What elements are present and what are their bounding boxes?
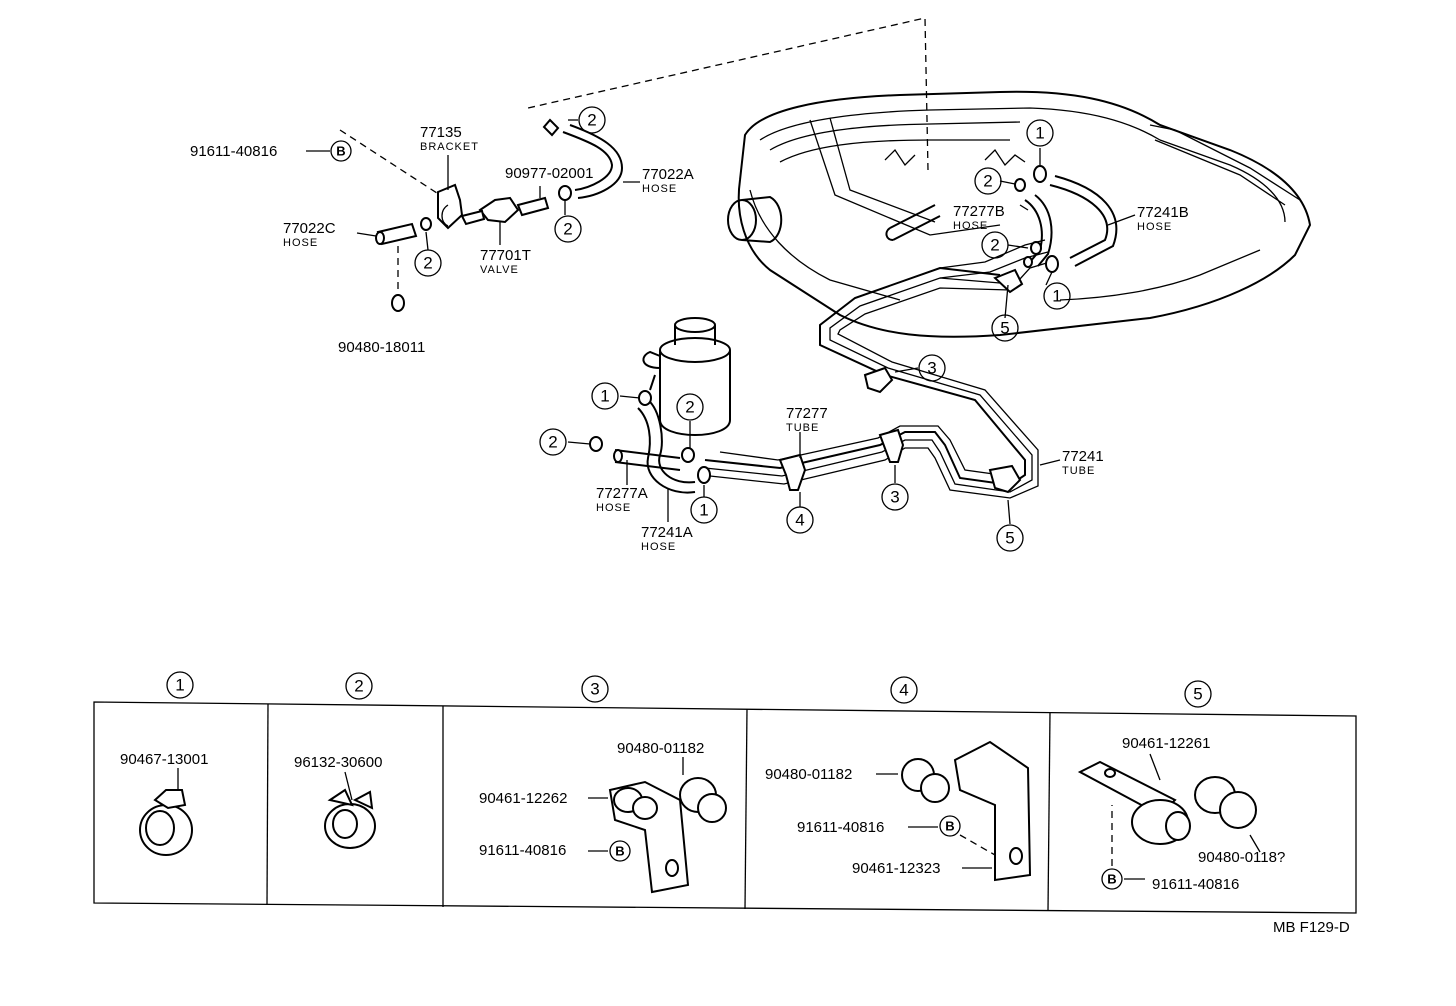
- table-col4-part-a: 90480-01182: [765, 766, 852, 783]
- svg-text:5: 5: [1000, 319, 1009, 338]
- table-header-2: 2: [345, 672, 373, 700]
- svg-text:4: 4: [899, 681, 908, 700]
- label-77277-tube-word: TUBE: [786, 422, 819, 434]
- parts-table: 1 2 3 4 5 90467-13001 96132-30600 90480-…: [93, 671, 1357, 914]
- label-77277a-hose: HOSE: [596, 502, 631, 514]
- svg-text:2: 2: [423, 254, 432, 273]
- upper-labels: 91611-40816 B 77135 BRACKET 90977-02001 …: [190, 124, 1189, 553]
- label-bracket: BRACKET: [420, 141, 479, 153]
- table-col3-bolt-b: B: [615, 844, 624, 859]
- diagram-code: MB F129-D: [1273, 919, 1350, 936]
- callout-5: 5: [996, 524, 1024, 552]
- label-77277b-hose: HOSE: [953, 220, 988, 232]
- label-77241-tube: 77241: [1062, 448, 1104, 465]
- callout-1: 1: [1026, 119, 1054, 147]
- label-77277a: 77277A: [596, 485, 648, 502]
- table-col3-part-b: 90461-12262: [479, 790, 567, 807]
- tank-hoses-drawing: [1014, 165, 1118, 273]
- table-header-5: 5: [1184, 680, 1212, 708]
- svg-text:3: 3: [927, 359, 936, 378]
- svg-text:5: 5: [1193, 685, 1202, 704]
- label-77135: 77135: [420, 124, 462, 141]
- label-77241a: 77241A: [641, 524, 693, 541]
- charcoal-canister-drawing: [642, 317, 731, 436]
- label-77241b: 77241B: [1137, 204, 1189, 221]
- svg-text:1: 1: [699, 501, 708, 520]
- label-77022c-hose: HOSE: [283, 237, 318, 249]
- table-col4-part-c: 90461-12323: [852, 860, 940, 877]
- table-col3-part-c: 91611-40816: [479, 842, 566, 859]
- callout-2: 2: [676, 393, 704, 421]
- label-90480-18011: 90480-18011: [338, 339, 425, 356]
- callout-2: 2: [539, 428, 567, 456]
- table-col5-bolt-b: B: [1107, 872, 1116, 887]
- label-77277b: 77277B: [953, 203, 1005, 220]
- svg-text:2: 2: [587, 111, 596, 130]
- label-91611-40816-top: 91611-40816: [190, 143, 277, 160]
- svg-text:2: 2: [983, 172, 992, 191]
- svg-text:3: 3: [890, 488, 899, 507]
- tube-clamp-bracket-illustration-3: [1077, 760, 1257, 845]
- label-77022c: 77022C: [283, 220, 336, 237]
- label-77022a-hose: HOSE: [642, 183, 677, 195]
- callout-1: 1: [690, 496, 718, 524]
- label-77022a: 77022A: [642, 166, 694, 183]
- svg-text:1: 1: [175, 676, 184, 695]
- svg-text:5: 5: [1005, 529, 1014, 548]
- callout-1: 1: [591, 382, 619, 410]
- tube-clamp-bracket-illustration-2: [901, 740, 1032, 882]
- callout-5: 5: [991, 314, 1019, 342]
- svg-text:2: 2: [990, 236, 999, 255]
- fuel-tank-drawing: [339, 17, 1312, 338]
- label-77701t: 77701T: [480, 247, 531, 264]
- table-col5-part-b: 90480-0118?: [1198, 849, 1285, 866]
- callout-2: 2: [974, 167, 1002, 195]
- table-col2-part: 96132-30600: [294, 754, 382, 771]
- callout-3: 3: [918, 354, 946, 382]
- callout-2: 2: [578, 106, 606, 134]
- valve-assembly-drawing: [375, 118, 624, 312]
- svg-text:2: 2: [548, 433, 557, 452]
- bolt-b-marker: [330, 140, 352, 162]
- spring-clamp-illustration: [324, 788, 376, 849]
- tube-bundle-drawing: [704, 239, 1051, 499]
- table-header-1: 1: [166, 671, 194, 699]
- svg-text:1: 1: [1035, 124, 1044, 143]
- svg-text:3: 3: [590, 680, 599, 699]
- callout-2: 2: [981, 231, 1009, 259]
- label-77277-tube: 77277: [786, 405, 828, 422]
- svg-text:2: 2: [685, 398, 694, 417]
- table-col4-bolt-b: B: [945, 819, 954, 834]
- leader-lines: [306, 119, 1136, 525]
- table-header-4: 4: [890, 676, 918, 704]
- hose-clamp-illustration: [139, 789, 193, 856]
- upper-callouts: 2 2 2 1 2 2 1 5 3 1 2 2 1 4 3 5: [414, 106, 1071, 552]
- label-77241-tube-word: TUBE: [1062, 465, 1095, 477]
- svg-text:4: 4: [795, 511, 804, 530]
- svg-text:2: 2: [354, 677, 363, 696]
- label-77241a-hose: HOSE: [641, 541, 676, 553]
- callout-1: 1: [1043, 282, 1071, 310]
- table-col4-part-b: 91611-40816: [797, 819, 884, 836]
- svg-text:1: 1: [1052, 287, 1061, 306]
- svg-text:2: 2: [563, 220, 572, 239]
- table-col3-part-a: 90480-01182: [617, 740, 704, 757]
- table-col1-part: 90467-13001: [120, 751, 208, 768]
- bolt-b-letter: B: [336, 144, 345, 159]
- callout-2: 2: [414, 249, 442, 277]
- tube-clamp-bracket-illustration: [608, 777, 727, 894]
- callout-4: 4: [786, 506, 814, 534]
- label-90977-02001: 90977-02001: [505, 165, 593, 182]
- table-col5-part-a: 90461-12261: [1122, 735, 1210, 752]
- label-valve: VALVE: [480, 264, 519, 276]
- svg-text:1: 1: [600, 387, 609, 406]
- table-header-3: 3: [581, 675, 609, 703]
- callout-3: 3: [881, 483, 909, 511]
- label-77241b-hose: HOSE: [1137, 221, 1172, 233]
- table-col5-part-c: 91611-40816: [1152, 876, 1239, 893]
- canister-hoses-drawing: [589, 390, 711, 494]
- callout-2: 2: [554, 215, 582, 243]
